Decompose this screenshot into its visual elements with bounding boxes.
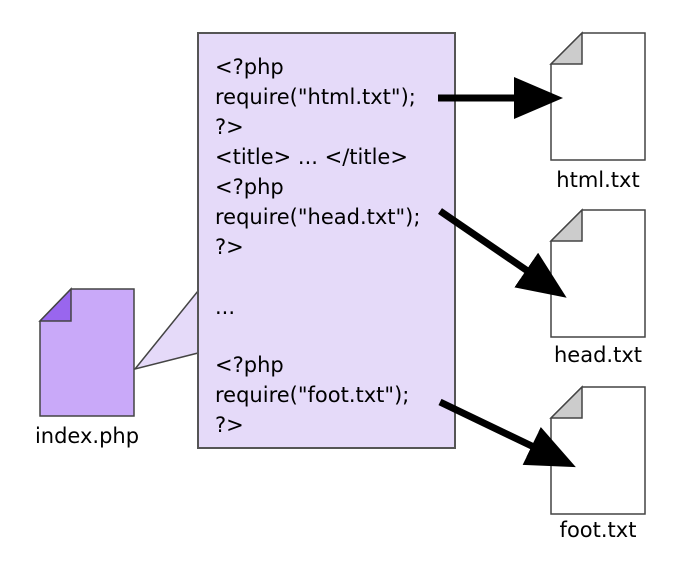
index-php-label: index.php [34,424,140,448]
code-line-5: <?php [215,175,284,199]
code-line-3: ?> [215,115,244,139]
html-txt-label: html.txt [556,168,640,192]
head-txt-document-icon [549,208,646,338]
html-txt-document-icon [549,31,646,161]
head-txt-label: head.txt [554,343,642,367]
code-line-4: <title> ... </title> [215,145,408,169]
arrow-to-foot-txt [438,398,576,468]
code-line-1: <?php [215,55,284,79]
foot-txt-document-icon [549,385,646,515]
code-line-2: require("html.txt"); [215,85,416,109]
code-line-8: ... [215,295,236,319]
code-line-11: ?> [215,413,244,437]
index-php-document-icon [38,287,135,417]
code-panel [197,32,456,449]
code-line-10: require("foot.txt"); [215,383,410,407]
code-line-6: require("head.txt"); [215,205,421,229]
callout-connector [133,288,199,371]
arrow-to-head-txt [438,208,567,298]
foot-txt-label: foot.txt [559,518,637,542]
code-line-7: ?> [215,235,244,259]
code-line-9: <?php [215,353,284,377]
